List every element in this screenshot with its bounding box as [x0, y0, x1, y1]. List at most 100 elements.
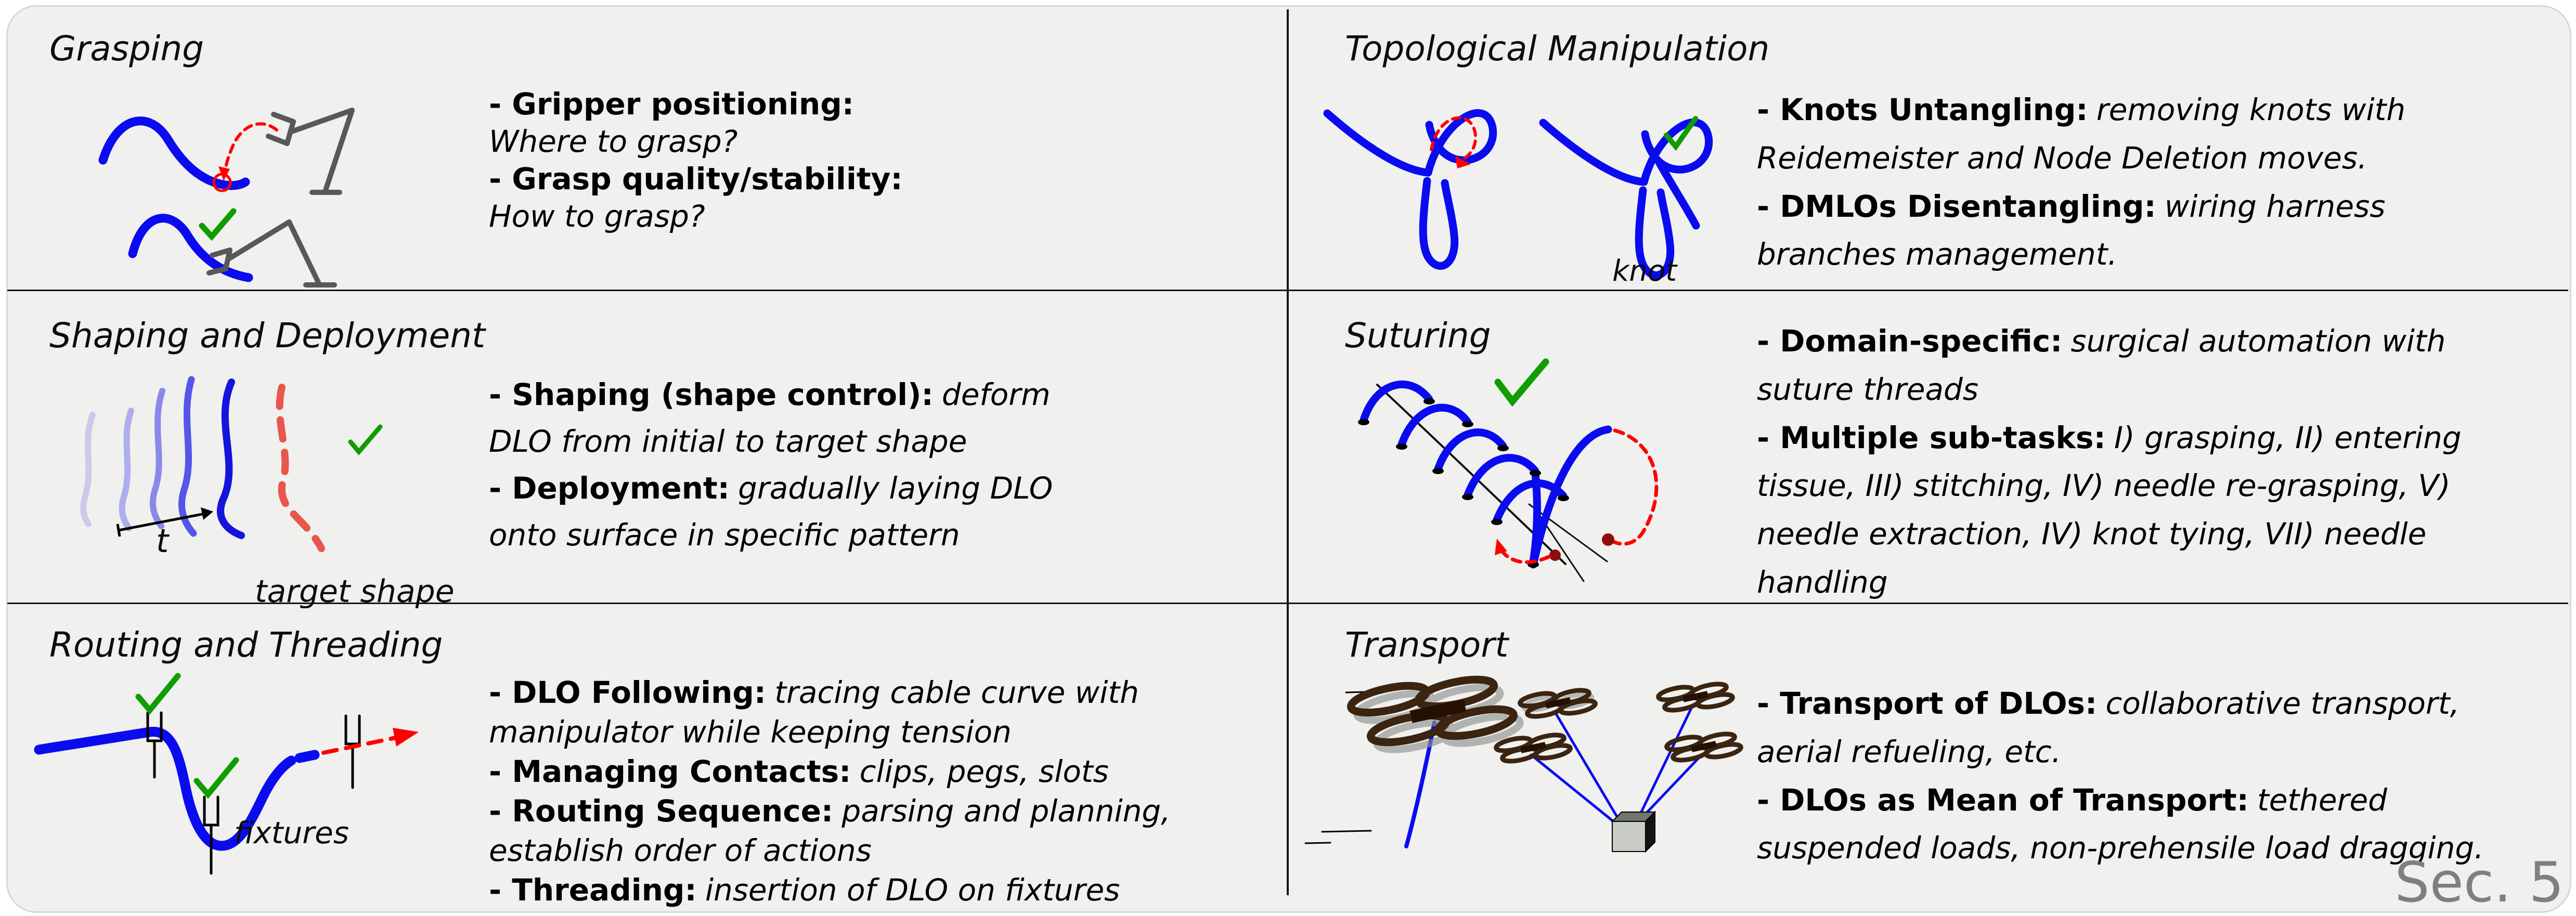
- section-title-topological: Topological Manipulation: [1345, 29, 1770, 69]
- bullet-term: - Transport of DLOs:: [1757, 686, 2098, 721]
- dlo-cable-dash: [294, 750, 320, 763]
- section-title-suturing: Suturing: [1345, 316, 1491, 356]
- check-icon: [1494, 358, 1549, 407]
- thread-end-dot: [1602, 533, 1614, 546]
- tissue-and-needle-lines: [1376, 384, 1608, 582]
- bullet-term: - DMLOs Disentangling:: [1757, 188, 2156, 224]
- bullet: - Grasp quality/stability: How to grasp?: [489, 161, 1259, 235]
- topological-illustration: knot: [1323, 109, 1713, 288]
- bullet-desc: I) grasping, II) entering tissue, III) s…: [1757, 420, 2462, 600]
- bullet-term: - Deployment:: [489, 470, 730, 506]
- transport-text: - Transport of DLOs:collaborative transp…: [1757, 679, 2501, 872]
- dlo-curve: [98, 116, 250, 190]
- bullet: - DLO Following:tracing cable curve with…: [489, 673, 1243, 752]
- bullet: - Gripper positioning: Where to grasp?: [489, 86, 1259, 161]
- bullet: - Routing Sequence:parsing and planning,…: [489, 792, 1243, 871]
- drone-icon: [1518, 688, 1598, 719]
- bullet-desc: parsing and planning, establish order of…: [489, 793, 1171, 868]
- drone-icon: [1656, 682, 1735, 713]
- drone-icon: [1347, 675, 1524, 753]
- target-shape-label: target shape: [255, 573, 455, 608]
- shaping-text: - Shaping (shape control):deform DLO fro…: [489, 372, 1061, 559]
- arrowhead-icon: [1455, 156, 1471, 168]
- arrowhead-icon: [393, 728, 419, 747]
- bullet: - Threading:insertion of DLO on fixtures: [489, 871, 1243, 910]
- bullet: - DMLOs Disentangling:wiring harness bra…: [1757, 182, 2495, 279]
- horizontal-divider-2: [7, 603, 2568, 604]
- move-arrow-icon: [224, 122, 278, 171]
- suturing-illustration: [1358, 358, 1659, 582]
- figure-panel: [6, 5, 2571, 913]
- arrowhead-icon: [1495, 539, 1507, 555]
- time-arrow-icon: [116, 512, 205, 537]
- bullet-term: - Knots Untangling:: [1757, 92, 2088, 127]
- bullet-term: - Multiple sub-tasks:: [1757, 420, 2106, 455]
- drone-icon: [1494, 732, 1573, 764]
- bullet-desc: gradually laying DLO onto surface in spe…: [489, 470, 1053, 553]
- fixture-icon: [146, 711, 163, 779]
- horizontal-divider-1: [7, 290, 2568, 291]
- fixture-icon: [203, 795, 219, 875]
- grasping-illustration: [98, 108, 355, 287]
- bullet-desc: wiring harness branches management.: [1757, 188, 2386, 272]
- gripper-closed-icon: [206, 219, 337, 287]
- bullet-term: - Shaping (shape control):: [489, 377, 934, 412]
- section-title-grasping: Grasping: [49, 29, 204, 69]
- bullet: - Domain-specific:surgical automation wi…: [1757, 317, 2547, 414]
- check-icon: [348, 424, 383, 455]
- move-arrow-icon: [321, 735, 400, 755]
- suturing-text: - Domain-specific:surgical automation wi…: [1757, 317, 2547, 607]
- section-title-transport: Transport: [1345, 625, 1509, 665]
- section-title-routing: Routing and Threading: [49, 625, 443, 665]
- bullet-desc: tracing cable curve with manipulator whi…: [489, 675, 1139, 750]
- bullet: - DLOs as Mean of Transport:tethered sus…: [1757, 776, 2501, 873]
- bullet-term: - Gripper positioning:: [489, 86, 854, 122]
- bullet-desc: surgical automation with suture threads: [1757, 323, 2446, 407]
- topological-text: - Knots Untangling:removing knots with R…: [1757, 86, 2495, 279]
- check-icon: [135, 673, 181, 715]
- knot-icon: [1539, 119, 1713, 279]
- check-icon: [199, 208, 237, 241]
- check-icon: [193, 757, 239, 799]
- knot-label: knot: [1612, 254, 1678, 288]
- tether-lines: [1530, 704, 1702, 823]
- fixtures-label: fixtures: [234, 815, 349, 850]
- grasp-point-circle: [212, 173, 232, 192]
- bullet-term: - Threading:: [489, 872, 697, 908]
- dlo-cable: [34, 727, 296, 851]
- bullet: - Multiple sub-tasks:I) grasping, II) en…: [1757, 414, 2547, 607]
- bullet: - Deployment:gradually laying DLO onto s…: [489, 465, 1061, 559]
- thread-path-arrow: [1609, 428, 1659, 546]
- bullet-desc: removing knots with Reidemeister and Nod…: [1757, 92, 2406, 176]
- bullet-desc: insertion of DLO on fixtures: [705, 872, 1120, 908]
- tether-dlo: [1404, 721, 1436, 848]
- routing-text: - DLO Following:tracing cable curve with…: [489, 673, 1243, 910]
- section-reference: Sec. 5: [2394, 850, 2564, 914]
- knot-icon: [1323, 109, 1497, 270]
- bullet-desc: Where to grasp?: [489, 123, 738, 159]
- bullet-term: - DLO Following:: [489, 675, 766, 710]
- move-arrow-icon: [1499, 548, 1551, 564]
- transport-illustration: [1304, 675, 1743, 853]
- suture-stitches: [1360, 380, 1612, 569]
- bullet: - Shaping (shape control):deform DLO fro…: [489, 372, 1061, 465]
- bullet-term: - Managing Contacts:: [489, 753, 851, 789]
- move-arrow-icon: [1430, 116, 1478, 163]
- bullet-desc: deform DLO from initial to target shape: [489, 377, 1051, 459]
- bullet: - Managing Contacts:clips, pegs, slots: [489, 752, 1243, 792]
- grasping-text: - Gripper positioning: Where to grasp? -…: [489, 86, 1259, 235]
- bullet: - Knots Untangling:removing knots with R…: [1757, 86, 2495, 182]
- dlo-time-sequence: [80, 376, 245, 539]
- bullet-desc: collaborative transport, aerial refuelin…: [1757, 686, 2460, 769]
- bullet-term: - Routing Sequence:: [489, 793, 834, 829]
- arrowhead-icon: [201, 507, 213, 520]
- bullet-term: - DLOs as Mean of Transport:: [1757, 782, 2249, 818]
- fixture-icon: [344, 714, 361, 789]
- stitch-entry-dots: [1358, 398, 1569, 568]
- check-icon: [1664, 116, 1698, 151]
- section-title-shaping: Shaping and Deployment: [49, 316, 485, 356]
- thread-end-dot: [1549, 549, 1561, 561]
- bullet-term: - Domain-specific:: [1757, 323, 2063, 359]
- payload-box-icon: [1611, 810, 1656, 853]
- target-shape-curve: [276, 384, 325, 552]
